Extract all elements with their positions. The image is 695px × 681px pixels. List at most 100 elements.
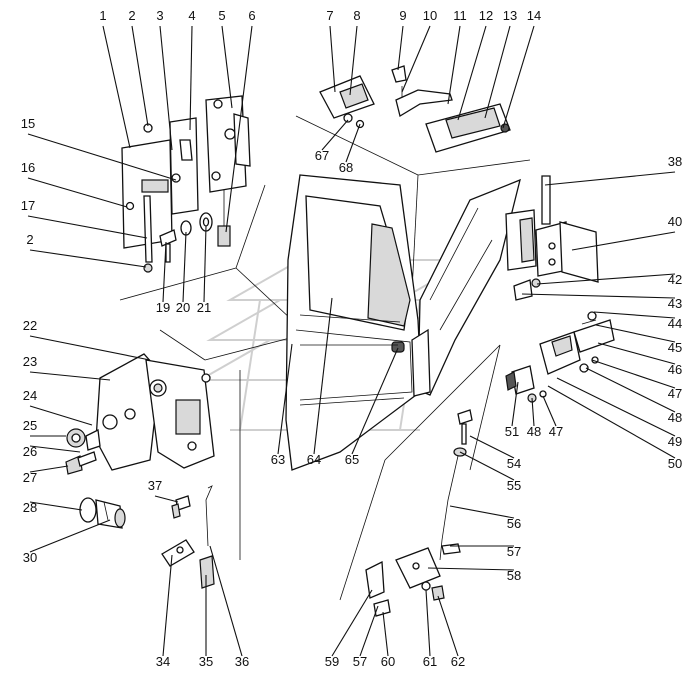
leader-line-c15 bbox=[27, 133, 177, 181]
callout-number-c57a: 57 bbox=[507, 544, 521, 559]
leader-line-c47a bbox=[591, 359, 676, 389]
leader-line-c24 bbox=[29, 405, 93, 426]
leader-line-c61 bbox=[425, 589, 431, 657]
leader-line-c49 bbox=[556, 377, 676, 437]
callout-number-c9: 9 bbox=[399, 8, 406, 23]
callout-number-c22: 22 bbox=[23, 318, 37, 333]
leader-line-c7 bbox=[329, 25, 336, 93]
callout-number-c30: 30 bbox=[23, 550, 37, 565]
callout-number-c6: 6 bbox=[248, 8, 255, 23]
callout-number-c3: 3 bbox=[156, 8, 163, 23]
leader-line-c14 bbox=[502, 25, 535, 129]
callout-number-c2b: 2 bbox=[26, 232, 33, 247]
leader-line-c6 bbox=[225, 25, 253, 233]
lock-cylinder bbox=[79, 497, 126, 529]
callout-number-c20: 20 bbox=[176, 300, 190, 315]
door-assembly bbox=[285, 174, 521, 471]
callout-number-c48a: 48 bbox=[668, 410, 682, 425]
callout-number-c12: 12 bbox=[479, 8, 493, 23]
callout-number-c1: 1 bbox=[99, 8, 106, 23]
leader-line-c51 bbox=[511, 381, 519, 427]
leader-line-c60 bbox=[382, 611, 389, 657]
leader-line-c50 bbox=[547, 385, 676, 459]
leader-line-c48b bbox=[531, 397, 535, 427]
leader-line-c5 bbox=[221, 25, 233, 109]
leader-line-c3 bbox=[159, 25, 173, 151]
callout-number-c48b: 48 bbox=[527, 424, 541, 439]
callout-number-c8: 8 bbox=[353, 8, 360, 23]
callout-number-c47a: 47 bbox=[668, 386, 682, 401]
callout-number-c44: 44 bbox=[668, 316, 682, 331]
leader-line-c2a bbox=[131, 25, 149, 127]
door-check-strap bbox=[505, 311, 615, 403]
leader-line-c68 bbox=[345, 123, 361, 163]
handle-escutcheon bbox=[425, 103, 511, 153]
leader-line-c21 bbox=[203, 225, 207, 303]
leader-line-c4 bbox=[189, 25, 193, 131]
callout-number-c55: 55 bbox=[507, 478, 521, 493]
leader-line-c54 bbox=[469, 435, 515, 459]
leader-line-c30 bbox=[29, 519, 111, 553]
callout-number-c46: 46 bbox=[668, 362, 682, 377]
leader-line-c62 bbox=[437, 595, 459, 657]
inner-handle bbox=[391, 65, 453, 118]
leader-line-c48a bbox=[585, 367, 676, 413]
leader-line-c47b bbox=[542, 395, 557, 427]
leader-line-c67 bbox=[321, 119, 349, 151]
callout-number-c50: 50 bbox=[668, 456, 682, 471]
leader-line-c9 bbox=[397, 25, 404, 71]
callout-number-c27: 27 bbox=[23, 470, 37, 485]
callout-number-c5: 5 bbox=[218, 8, 225, 23]
door-lock-mechanism bbox=[65, 353, 215, 475]
callout-number-c10: 10 bbox=[423, 8, 437, 23]
leader-line-c56 bbox=[449, 505, 515, 519]
callout-number-c14: 14 bbox=[527, 8, 541, 23]
callout-number-c58: 58 bbox=[507, 568, 521, 583]
leader-line-c26 bbox=[29, 445, 81, 453]
bolt-washers-19-21 bbox=[159, 212, 213, 263]
callout-number-c64: 64 bbox=[307, 452, 321, 467]
leader-line-c8 bbox=[349, 25, 358, 96]
leader-line-c44 bbox=[593, 311, 676, 319]
callout-number-c28: 28 bbox=[23, 500, 37, 515]
callout-number-c24: 24 bbox=[23, 388, 37, 403]
leader-line-c19 bbox=[162, 241, 167, 303]
leader-line-c42 bbox=[536, 273, 676, 285]
door-hinge-left bbox=[121, 117, 199, 273]
leader-line-c16 bbox=[27, 177, 128, 208]
callout-number-c36: 36 bbox=[235, 654, 249, 669]
callout-number-c34: 34 bbox=[156, 654, 170, 669]
leader-line-c63 bbox=[277, 343, 293, 455]
callout-leader-lines bbox=[27, 25, 676, 657]
callout-number-c37: 37 bbox=[148, 478, 162, 493]
leader-line-c59 bbox=[331, 589, 373, 657]
leader-line-c40 bbox=[571, 231, 676, 251]
leader-line-c20 bbox=[182, 231, 187, 303]
callout-number-c51: 51 bbox=[505, 424, 519, 439]
leader-line-c45 bbox=[595, 324, 676, 343]
callout-number-c43: 43 bbox=[668, 296, 682, 311]
leader-line-c12 bbox=[457, 25, 487, 121]
leader-line-c13 bbox=[484, 25, 511, 119]
lower-latch-parts bbox=[365, 409, 473, 617]
callout-number-c59: 59 bbox=[325, 654, 339, 669]
callout-number-c45: 45 bbox=[668, 340, 682, 355]
callout-number-c67: 67 bbox=[315, 148, 329, 163]
leader-line-c43 bbox=[521, 293, 676, 299]
outer-handle-bracket bbox=[319, 75, 375, 129]
callout-number-c57b: 57 bbox=[353, 654, 367, 669]
leader-line-c36 bbox=[209, 545, 243, 657]
callout-number-c15: 15 bbox=[21, 116, 35, 131]
leader-line-c38 bbox=[544, 171, 676, 186]
leader-line-c34 bbox=[162, 554, 173, 657]
callout-number-c56: 56 bbox=[507, 516, 521, 531]
callout-number-c7: 7 bbox=[326, 8, 333, 23]
leader-line-c22 bbox=[29, 335, 151, 361]
leader-line-c58 bbox=[427, 567, 515, 571]
callout-number-c62: 62 bbox=[451, 654, 465, 669]
callout-number-c21: 21 bbox=[197, 300, 211, 315]
callout-number-c2a: 2 bbox=[128, 8, 135, 23]
callout-number-c42: 42 bbox=[668, 272, 682, 287]
